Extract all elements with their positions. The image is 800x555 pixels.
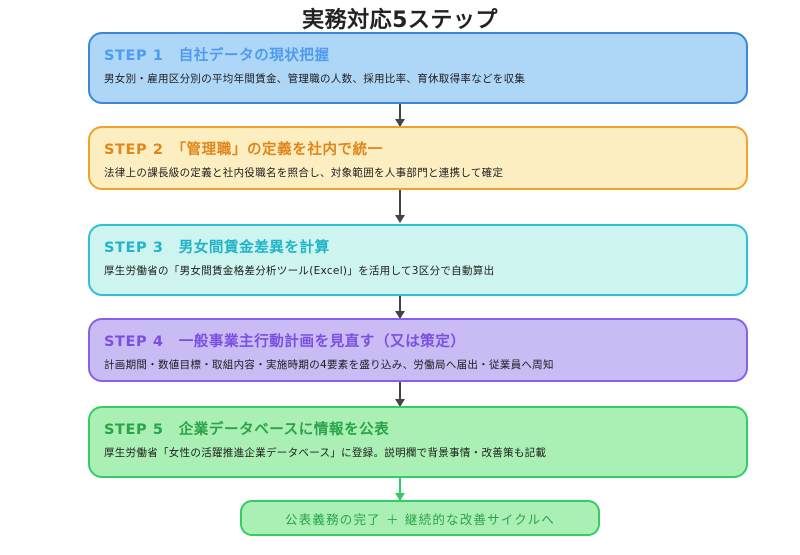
- connector-arrow-3: [395, 296, 405, 319]
- step-box-4[interactable]: STEP 4 一般事業主行動計画を見直す（又は策定） 計画期間・数値目標・取組内…: [88, 318, 748, 382]
- step-heading-5: STEP 5 企業データベースに情報を公表: [104, 422, 390, 438]
- step-description-1: 男女別・雇用区分別の平均年間賃金、管理職の人数、採用比率、育休取得率などを収集: [104, 73, 526, 85]
- step-description-4: 計画期間・数値目標・取組内容・実施時期の4要素を盛り込み、労働局へ届出・従業員へ…: [104, 359, 554, 371]
- step-heading-4: STEP 4 一般事業主行動計画を見直す（又は策定）: [104, 334, 466, 350]
- step-description-5: 厚生労働省「女性の活躍推進企業データベース」に登録。説明欄で背景事情・改善策も記…: [104, 447, 547, 459]
- step-heading-1: STEP 1 自社データの現状把握: [104, 48, 330, 64]
- step-box-3[interactable]: STEP 3 男女間賃金差異を計算 厚生労働省の「男女間賃金格差分析ツール(Ex…: [88, 224, 748, 296]
- step-box-1[interactable]: STEP 1 自社データの現状把握 男女別・雇用区分別の平均年間賃金、管理職の人…: [88, 32, 748, 104]
- connector-arrow-5: [395, 478, 405, 501]
- step-box-2[interactable]: STEP 2 「管理職」の定義を社内で統一 法律上の課長級の定義と社内役職名を照…: [88, 126, 748, 190]
- step-heading-3: STEP 3 男女間賃金差異を計算: [104, 240, 330, 256]
- step-heading-2: STEP 2 「管理職」の定義を社内で統一: [104, 142, 383, 158]
- step-description-3: 厚生労働省の「男女間賃金格差分析ツール(Excel)」を活用して3区分で自動算出: [104, 265, 495, 277]
- connector-arrow-4: [395, 382, 405, 407]
- connector-arrow-1: [395, 104, 405, 127]
- final-outcome-label: 公表義務の完了 ＋ 継続的な改善サイクルへ: [284, 511, 556, 527]
- page-title: 実務対応5ステップ: [302, 8, 498, 33]
- step-box-5[interactable]: STEP 5 企業データベースに情報を公表 厚生労働省「女性の活躍推進企業データ…: [88, 406, 748, 478]
- final-outcome-box[interactable]: 公表義務の完了 ＋ 継続的な改善サイクルへ: [240, 500, 600, 536]
- connector-arrow-2: [395, 190, 405, 223]
- step-description-2: 法律上の課長級の定義と社内役職名を照合し、対象範囲を人事部門と連携して確定: [104, 167, 504, 179]
